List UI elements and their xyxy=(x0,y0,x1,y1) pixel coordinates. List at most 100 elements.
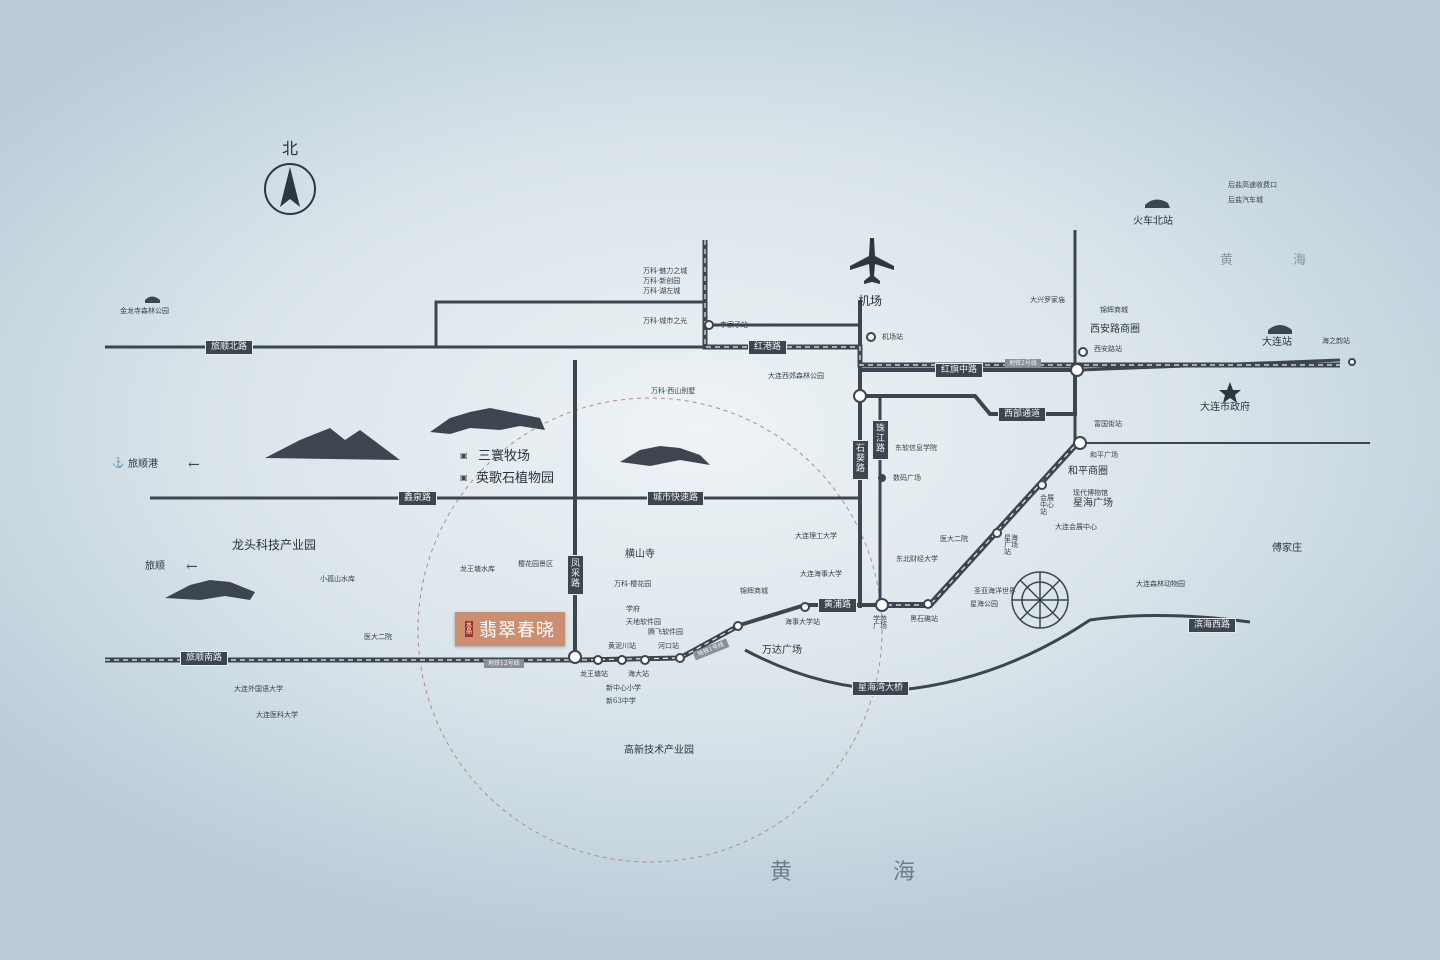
place-haishi-station: 海事大学站 xyxy=(785,618,820,626)
radius-circle xyxy=(417,397,883,863)
place-airport-station: 机场站 xyxy=(882,333,903,341)
place-xuefu-square: 学苑广场 xyxy=(873,615,887,630)
sea-label-hai: 海 xyxy=(893,860,918,885)
north-label: 北 xyxy=(281,139,298,158)
sea-label-huang-top: 黄 xyxy=(1220,253,1234,268)
place-huizhan: 会展中心站 xyxy=(1040,494,1054,516)
square-icon-2: ▣ xyxy=(460,473,468,482)
place-dalian-ligong: 大连理工大学 xyxy=(795,532,837,540)
place-huangnichuan: 黄泥川站 xyxy=(608,642,636,650)
subway-tag-line2: 地铁2号线 xyxy=(1005,359,1041,369)
place-xian-station: 西安路站 xyxy=(1094,345,1122,353)
road-tag-shiyi: 石葵路 xyxy=(852,440,869,480)
mountain-icons xyxy=(165,408,710,600)
place-yingge: 英歌石植物园 xyxy=(476,471,555,486)
place-haida: 海大站 xyxy=(628,670,649,678)
place-xin63: 新63中学 xyxy=(606,697,636,705)
place-longwangtang-reservoir: 龙王塘水库 xyxy=(460,565,495,573)
place-wanke-xishan: 万科·西山别墅 xyxy=(651,387,696,395)
arrow-left-icon: ← xyxy=(188,457,200,473)
place-houyan-auto: 后盐汽车城 xyxy=(1228,196,1263,204)
place-dalian-haishi: 大连海事大学 xyxy=(800,570,842,578)
place-dongbei-caijing: 东北财经大学 xyxy=(896,555,938,563)
place-dalian-foreign: 大连外国语大学 xyxy=(234,685,283,693)
place-wanke-xinchuang: 万科·新创园 xyxy=(643,277,681,285)
project-seal: 水晶 xyxy=(465,621,473,637)
place-longwangtang-station: 龙王塘站 xyxy=(580,670,608,678)
place-hekou: 河口站 xyxy=(658,642,679,650)
place-dalian-forest-zoo: 大连森林动物园 xyxy=(1136,580,1185,588)
road-tag-lushun-south: 旅顺南路 xyxy=(180,651,229,666)
city-gov-star-icon xyxy=(1219,382,1241,403)
place-heping-square: 和平广场 xyxy=(1090,451,1118,459)
roads xyxy=(105,230,1370,692)
place-heishijiao: 黑石礁站 xyxy=(910,615,938,623)
sea-label-huang: 黄 xyxy=(770,860,795,885)
place-tiandi: 天地软件园 xyxy=(626,618,661,626)
place-houyan-toll: 后盐高速收费口 xyxy=(1228,181,1277,189)
place-wanke-chengshi: 万科·城市之光 xyxy=(643,317,688,325)
subway-tag-line12: 地铁12号线 xyxy=(484,659,524,669)
place-yinghua: 樱花园景区 xyxy=(518,560,553,568)
place-gaoxin: 高新技术产业园 xyxy=(624,745,694,756)
road-top-loop xyxy=(434,300,705,347)
place-lijiazi-station: 李家子站 xyxy=(720,321,748,329)
airplane-icon xyxy=(850,238,894,284)
place-fujiazhuang: 傅家庄 xyxy=(1272,543,1302,554)
landmark-icons xyxy=(145,199,1292,334)
place-jinsha-mall: 锦辉商城 xyxy=(1100,306,1128,314)
stations xyxy=(568,320,1356,665)
road-tag-hongqi: 红旗中路 xyxy=(935,363,984,378)
place-yida: 医大二院 xyxy=(364,633,392,641)
place-wanda: 万达广场 xyxy=(762,645,802,656)
road-tag-zhujiang: 珠江路 xyxy=(872,420,889,460)
road-tag-xinquan: 鑫泉路 xyxy=(398,491,438,506)
project-marker[interactable]: 水晶 翡翠春晓 xyxy=(455,612,565,646)
place-dalian-expo: 大连会展中心 xyxy=(1055,523,1097,531)
place-lushun-port: 旅顺港 xyxy=(128,459,158,470)
road-tag-chengshi: 城市快速路 xyxy=(647,491,705,506)
road-tag-lushun-north: 旅顺北路 xyxy=(205,340,254,355)
road-xinghaiwan xyxy=(744,613,1251,692)
place-xinzhongxin: 新中心小学 xyxy=(606,684,641,692)
road-tag-xibu: 西部通道 xyxy=(998,407,1047,422)
place-xuefu: 学府 xyxy=(626,605,640,613)
place-henshan: 横山寺 xyxy=(625,549,655,560)
place-lushun: 旅顺 xyxy=(145,561,165,572)
road-tag-binhai: 滨海西路 xyxy=(1188,618,1237,633)
roundabout xyxy=(1011,571,1069,629)
place-haizhi-station: 海之韵站 xyxy=(1322,337,1350,345)
road-tag-honggang: 红港路 xyxy=(748,340,788,355)
arrow-left-icon-2: ← xyxy=(186,559,198,575)
project-name: 翡翠春晓 xyxy=(479,620,555,641)
place-heping-mall: 和平商圈 xyxy=(1068,466,1108,477)
place-maying: 数码广场 xyxy=(893,474,921,482)
place-wanke-hupan: 万科·湖左城 xyxy=(643,287,681,295)
place-yida2: 医大二院 xyxy=(940,535,968,543)
place-railway-north: 火车北站 xyxy=(1133,216,1173,227)
road-tag-xinghaiwan: 星海湾大桥 xyxy=(852,681,910,696)
place-dalian-west-forest: 大连西郊森林公园 xyxy=(768,372,824,380)
sea-label-hai-top: 海 xyxy=(1293,253,1307,268)
place-dalian-gov: 大连市政府 xyxy=(1200,402,1250,413)
place-xiaogushan: 小孤山水库 xyxy=(320,575,355,583)
place-dalian-station: 大连站 xyxy=(1262,337,1292,348)
place-wanke-yinghua: 万科·樱花园 xyxy=(614,580,652,588)
place-longtou: 龙头科技产业园 xyxy=(232,538,317,552)
place-xinghai-square: 星海广场 xyxy=(1073,498,1113,509)
place-dalian-medical: 大连医科大学 xyxy=(256,711,298,719)
place-jinlong-forest: 金龙寺森林公园 xyxy=(120,307,169,315)
north-compass: 北 xyxy=(260,135,320,221)
place-qingyun: 锦辉商城 xyxy=(740,587,768,595)
north-arrow-icon xyxy=(264,163,316,215)
place-fuguo-station: 富国街站 xyxy=(1094,420,1122,428)
place-xian-road: 西安路商圈 xyxy=(1090,324,1140,335)
place-dongruan: 东软信息学院 xyxy=(895,444,937,452)
anchor-icon: ⚓ xyxy=(112,458,125,469)
place-wanke-meili: 万科·魅力之城 xyxy=(643,267,688,275)
place-museum: 现代博物馆 xyxy=(1073,489,1108,497)
square-icon: ▣ xyxy=(460,451,468,460)
road-tag-fengcai: 凤采路 xyxy=(567,555,584,595)
place-daxing-luojia: 大兴罗家庙 xyxy=(1030,296,1065,304)
